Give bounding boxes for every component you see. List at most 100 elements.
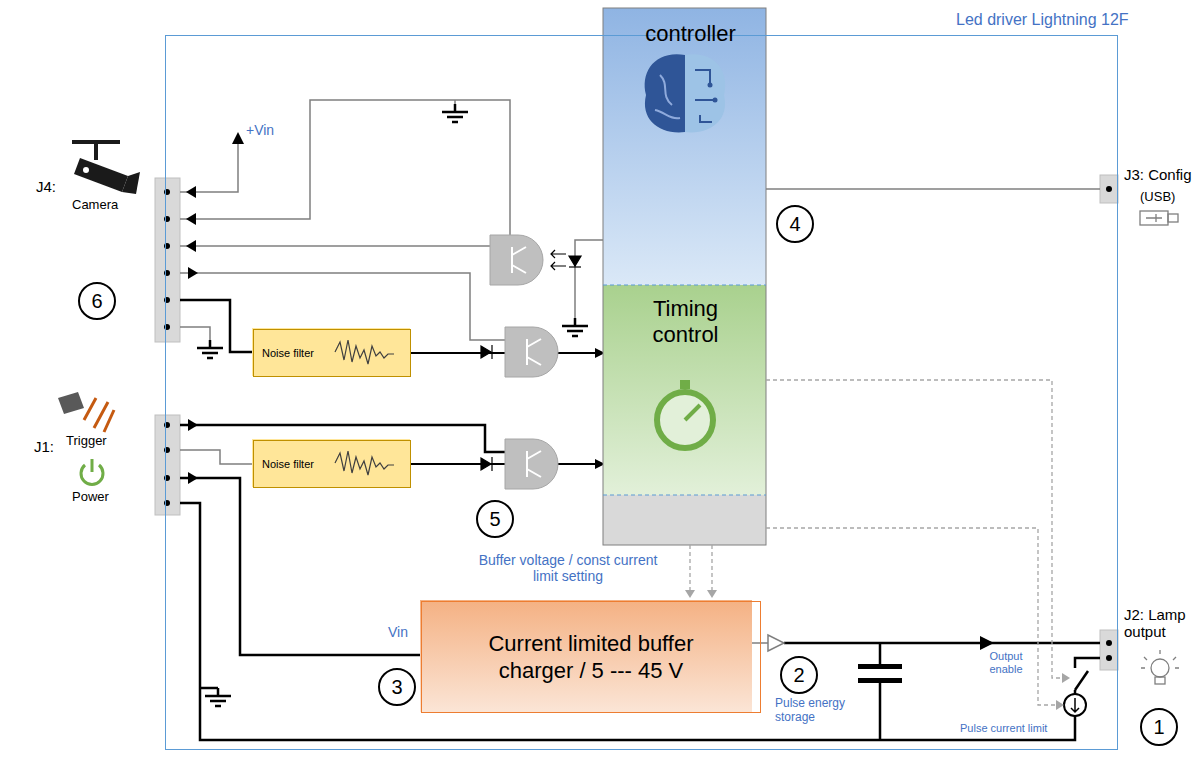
- timing-block: Timing control: [604, 286, 767, 496]
- controller-block: controller: [604, 9, 777, 286]
- connector-blocks: [155, 415, 180, 515]
- current-source: [1071, 698, 1079, 712]
- panel-fills: [603, 285, 766, 495]
- filter-box: Noise filter: [253, 329, 411, 377]
- brain-icon: [645, 54, 685, 132]
- ground-symbol: [205, 688, 231, 706]
- brain-icon: [685, 54, 725, 132]
- panel-fills: [420, 600, 752, 712]
- label-text: Vin: [388, 624, 408, 640]
- lamp-icon: [1141, 650, 1179, 684]
- ground-symbol: [562, 318, 588, 336]
- brain-icon: [713, 98, 718, 103]
- pin-arrows: [186, 132, 994, 650]
- trigger-icon: [58, 392, 84, 414]
- signal-wires: [180, 327, 210, 340]
- stopwatch-icon: [657, 392, 713, 448]
- ground-symbol: [197, 104, 588, 706]
- callout-number: 3: [378, 668, 416, 706]
- signal-wires: [180, 100, 1100, 643]
- label-text: J3: Config: [1124, 166, 1192, 183]
- node-title: Led driver Lightning 12F: [956, 11, 1129, 29]
- node-title: Noise filter: [254, 458, 314, 470]
- led-symbol: [481, 250, 581, 471]
- label-text: J1:: [34, 438, 54, 455]
- stopwatch-icon: [657, 380, 713, 448]
- usb-icon: [1140, 211, 1168, 225]
- charger-box: Current limited buffer charger / 5 --- 4…: [421, 601, 761, 713]
- label-text: Camera: [72, 198, 118, 213]
- current-source: [1064, 694, 1086, 716]
- led-symbol: [491, 345, 492, 359]
- noise-wave-icon: [335, 340, 394, 475]
- optocoupler: [490, 235, 543, 285]
- signal-wires: [180, 450, 252, 464]
- pin-arrows: [188, 267, 198, 279]
- ground-symbol: [442, 104, 468, 122]
- node-title: Noise filter: [254, 347, 314, 359]
- label-text: (USB): [1140, 190, 1175, 205]
- pin-arrows: [980, 636, 994, 650]
- label-text: Pulse energy storage: [775, 697, 857, 725]
- node-title: controller: [604, 9, 777, 47]
- power-wires: [180, 300, 1100, 740]
- pin-dots: [1106, 655, 1112, 661]
- capacitor: [858, 664, 902, 669]
- signal-wires: [180, 140, 238, 192]
- buffer-amplifier: [768, 635, 784, 651]
- camera-icon: [83, 167, 89, 173]
- label-text: Buffer voltage / const current limit set…: [468, 552, 668, 584]
- panel-fills: [603, 8, 766, 545]
- power-wires: [180, 478, 420, 655]
- panel-fills: [603, 495, 766, 545]
- pin-arrows: [186, 240, 196, 252]
- capacitor: [858, 664, 902, 683]
- pin-dots: [1106, 640, 1112, 646]
- optocoupler: [505, 327, 558, 377]
- usb-icon: [1140, 211, 1178, 225]
- noise-wave-icon: [335, 451, 394, 475]
- callout-number: 6: [78, 282, 116, 320]
- panel-fills: [252, 439, 410, 487]
- pin-arrows: [186, 213, 196, 225]
- node-title: Current limited buffer charger / 5 --- 4…: [422, 630, 760, 685]
- connector-blocks: [1100, 630, 1118, 670]
- label-text: Pulse current limit: [960, 722, 1047, 735]
- trigger-icon: [84, 398, 114, 432]
- control-dashed-lines: [766, 528, 1058, 705]
- dashed-arrow-heads: [685, 590, 695, 598]
- power-wires: [879, 643, 882, 740]
- power-wires: [180, 425, 505, 452]
- control-dashed-lines: [689, 545, 690, 592]
- optocoupler: [490, 235, 558, 489]
- led-symbol: [481, 458, 491, 470]
- brain-icon: [645, 54, 726, 132]
- signal-wires: [752, 642, 768, 644]
- led-symbol: [481, 346, 491, 358]
- pin-arrows: [188, 472, 198, 484]
- dashed-arrow-heads: [1056, 700, 1064, 710]
- camera-icon: [74, 158, 128, 192]
- control-dashed-lines: [766, 380, 1064, 678]
- pin-arrows: [186, 186, 196, 198]
- panel-fills: [603, 285, 766, 495]
- power-icon: [91, 459, 94, 472]
- callout-number: 4: [776, 205, 814, 243]
- lamp-icon: [1155, 677, 1165, 684]
- pin-arrows: [188, 419, 198, 431]
- trigger-icon: [58, 392, 114, 432]
- power-wires: [1075, 658, 1100, 668]
- label-text: Output enable: [984, 650, 1028, 675]
- pin-dots: [164, 186, 1112, 661]
- optocoupler: [505, 439, 558, 489]
- pin-arrows: [232, 132, 244, 144]
- callout-number: 2: [780, 656, 818, 694]
- stopwatch-icon: [685, 405, 700, 420]
- capacitor: [858, 678, 902, 683]
- camera-icon: [72, 140, 140, 194]
- led-symbol: [569, 266, 581, 267]
- current-source: [1064, 694, 1086, 716]
- led-symbol: [569, 256, 581, 266]
- housing-box: Led driver Lightning 12FcontrollerTiming…: [165, 35, 1118, 750]
- noise-wave-icon: [335, 340, 394, 364]
